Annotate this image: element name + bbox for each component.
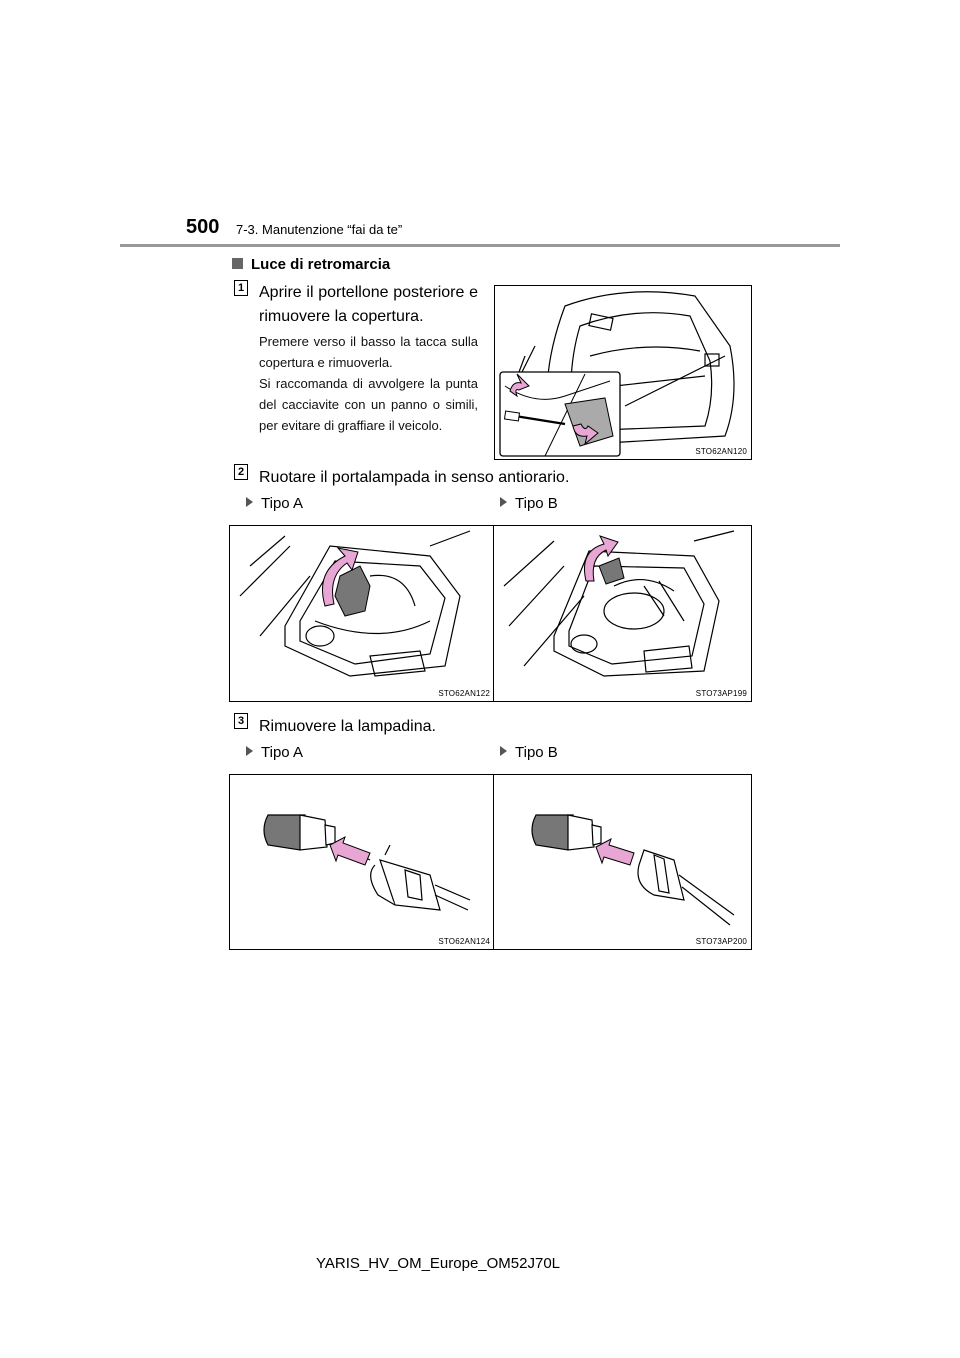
type-a-text: Tipo A <box>261 495 303 512</box>
figure-bulb-type-a: STO62AN124 <box>229 774 495 950</box>
figure-tailgate-cover: STO62AN120 <box>494 285 752 460</box>
type-b-text: Tipo B <box>515 744 558 761</box>
section-title: 7-3. Manutenzione “fai da te” <box>236 222 403 237</box>
step-badge-3: 3 <box>234 713 248 729</box>
triangle-bullet-icon <box>500 746 507 756</box>
footer-doc-id: YARIS_HV_OM_Europe_OM52J70L <box>316 1255 561 1272</box>
bulb-type-a-illustration <box>263 814 471 911</box>
figure-bulb-type-b: STO73AP200 <box>493 774 752 950</box>
tailgate-illustration <box>499 291 735 457</box>
figure-code: STO62AN120 <box>695 447 747 456</box>
header-rule <box>120 244 840 247</box>
figure-code: STO73AP199 <box>695 689 747 698</box>
figure-code: STO73AP200 <box>695 937 747 946</box>
step-badge-1: 1 <box>234 280 248 296</box>
type-b-label-step-3: Tipo B <box>500 744 558 761</box>
step-2-text: Ruotare il portalampada in senso antiora… <box>259 469 570 486</box>
triangle-bullet-icon <box>500 497 507 507</box>
section-heading: Luce di retromarcia <box>232 256 390 273</box>
triangle-bullet-icon <box>246 497 253 507</box>
figure-socket-type-a: STO62AN122 <box>229 525 495 702</box>
step-1-note-1: Premere verso il basso la tacca sulla co… <box>259 334 478 370</box>
step-badge-2: 2 <box>234 464 248 480</box>
type-a-label-step-2: Tipo A <box>246 495 303 512</box>
figure-socket-type-b: STO73AP199 <box>493 525 752 702</box>
socket-type-b-illustration <box>503 530 735 677</box>
triangle-bullet-icon <box>246 746 253 756</box>
square-bullet-icon <box>232 258 243 269</box>
figure-code: STO62AN124 <box>438 937 490 946</box>
type-b-label-step-2: Tipo B <box>500 495 558 512</box>
step-1-note-2: Si raccomanda di avvolgere la punta del … <box>259 376 478 433</box>
figure-code: STO62AN122 <box>438 689 490 698</box>
step-1-text: Aprire il portellone posteriore e rimuov… <box>259 284 478 325</box>
type-b-text: Tipo B <box>515 495 558 512</box>
page-number: 500 <box>186 216 220 238</box>
section-heading-text: Luce di retromarcia <box>251 256 391 273</box>
type-a-label-step-3: Tipo A <box>246 744 303 761</box>
bulb-type-b-illustration <box>531 814 735 926</box>
type-a-text: Tipo A <box>261 744 303 761</box>
socket-type-a-illustration <box>239 530 471 677</box>
step-3-text: Rimuovere la lampadina. <box>259 718 436 735</box>
